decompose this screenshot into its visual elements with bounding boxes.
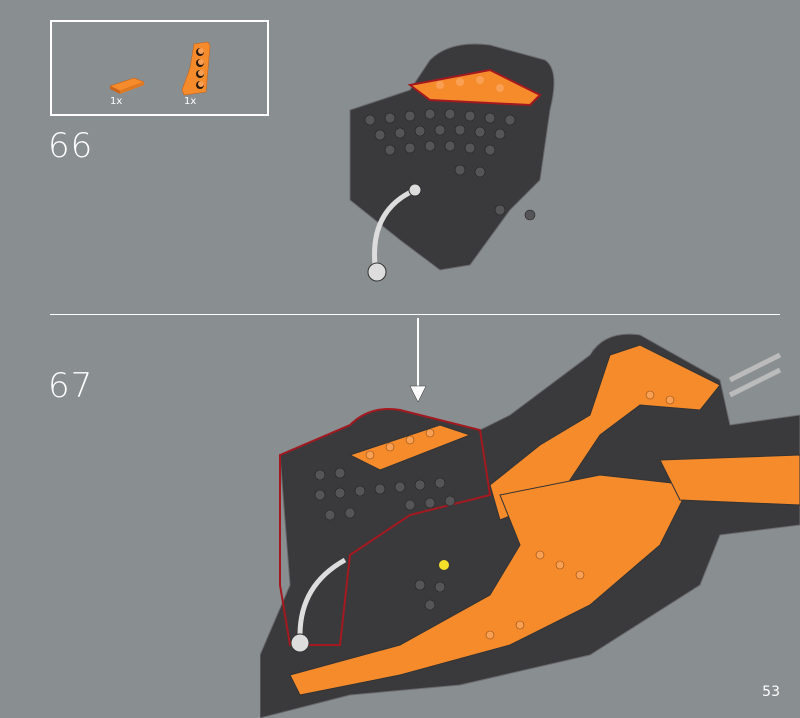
- down-arrow-icon: [409, 318, 427, 403]
- step-divider: [50, 314, 780, 315]
- step-number: 67: [48, 366, 94, 406]
- part-qty: 1x: [184, 96, 197, 107]
- wedge-plate-orange-icon: [181, 41, 211, 96]
- step-67-model-illustration: [260, 333, 800, 718]
- step-number: 66: [48, 126, 94, 166]
- page-number: 53: [762, 684, 780, 700]
- step-66-model-illustration: [349, 43, 555, 282]
- tile-1x2-orange-icon: [109, 77, 145, 94]
- parts-callout-step-66: 1x 1x: [50, 20, 269, 116]
- part-qty: 1x: [110, 96, 123, 107]
